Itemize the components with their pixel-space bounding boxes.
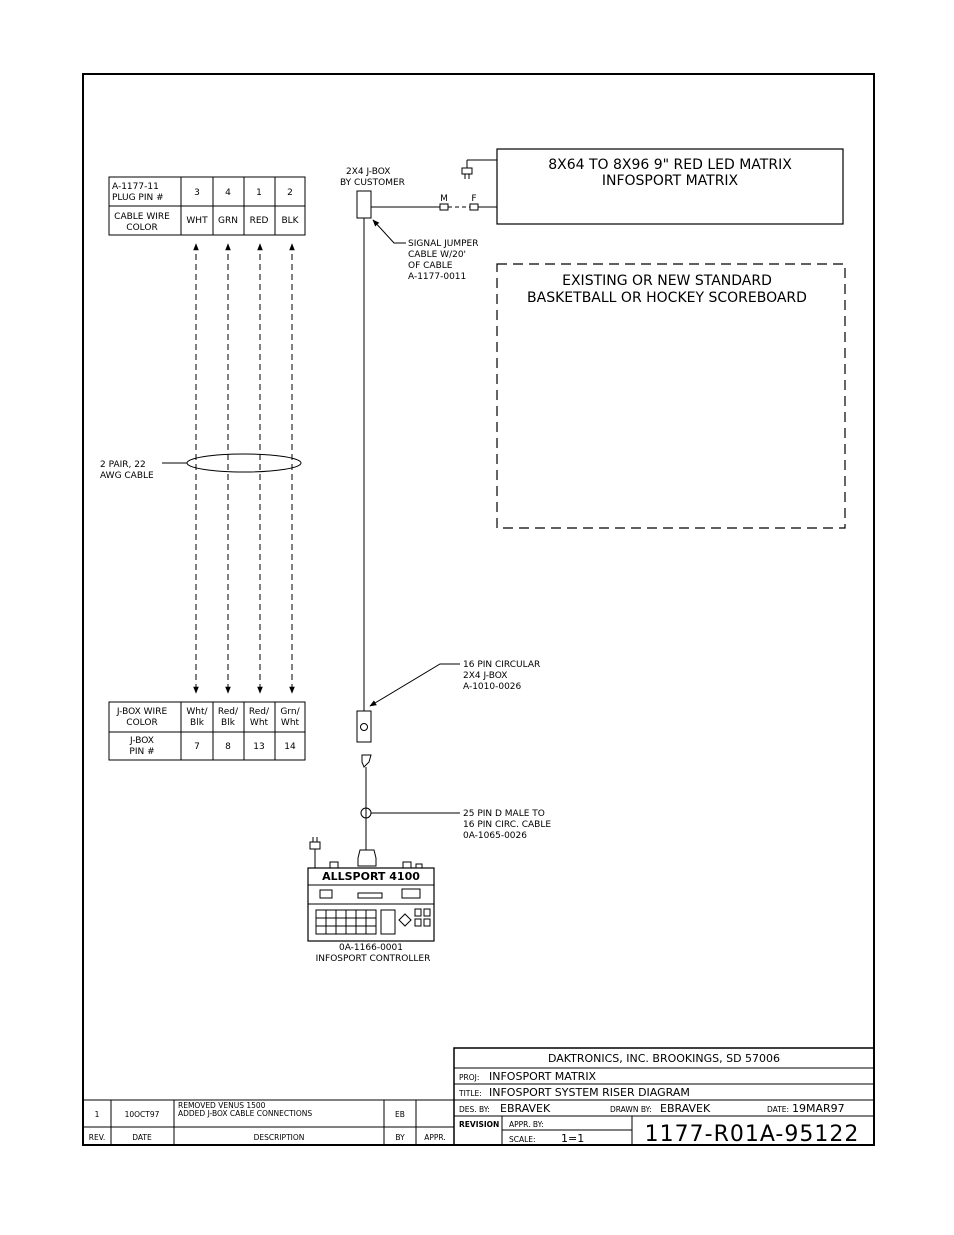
wire-connection-arrows [193,243,295,694]
jbox-table-label-1b: COLOR [126,718,157,728]
circular-label-1: 16 PIN CIRCULAR [463,660,540,670]
plug-pin: 2 [287,188,293,198]
designed-by: EBRAVEK [500,1102,551,1115]
cable-bundle-ellipse [186,453,302,473]
scale-label: SCALE: [509,1135,536,1144]
connector-m-label: M [440,194,448,204]
dmale-label-1: 25 PIN D MALE TO [463,809,545,819]
revision-desc-1: REMOVED VENUS 1500 [178,1101,266,1110]
drawn-by: EBRAVEK [660,1102,711,1115]
scale-value: 1=1 [561,1132,584,1145]
jbox-color: Red/ [218,707,239,717]
pair-cable-label-2: AWG CABLE [100,471,154,481]
d-connector-icon [357,849,377,867]
header-rev: REV. [89,1133,106,1142]
jbox-top-label-2: BY CUSTOMER [340,178,405,188]
female-connector [469,203,479,211]
dmale-label-3: 0A-1065-0026 [463,831,527,841]
signal-jumper-label-3: OF CABLE [408,261,453,271]
drawing-number: 1177-R01A-95122 [645,1122,860,1147]
header-by: BY [395,1133,405,1142]
circular-connector-icon [361,754,372,768]
scoreboard-box [496,263,846,529]
plug-table-label-2a: CABLE WIRE [114,212,170,222]
plug-pin: 1 [256,188,262,198]
revision-label: REVISION [459,1120,499,1129]
header-date: DATE [132,1133,152,1142]
jbox-color: Wht/ [186,707,208,717]
title-label: TITLE: [458,1089,482,1098]
jbox-color: Red/ [249,707,270,717]
matrix-subtitle: INFOSPORT MATRIX [602,173,739,189]
jbox-color: Wht [281,718,300,728]
jbox-color: Grn/ [280,707,300,717]
led-matrix-box [496,148,844,225]
plug-color: GRN [218,216,238,226]
jbox-pin: 14 [284,742,296,752]
jbox-table-label-2a: J-BOX [129,736,154,746]
male-connector [439,203,449,211]
plug-table-label-1a: A-1177-11 [112,182,159,192]
jbox-color: Wht [250,718,269,728]
circular-jbox [356,710,372,743]
plug-color: WHT [186,216,208,226]
plug-pin: 3 [194,188,200,198]
circular-label-3: A-1010-0026 [463,682,522,692]
jbox-table-label-2b: PIN # [129,747,154,757]
company-name: DAKTRONICS, INC. BROOKINGS, SD 57006 [548,1052,780,1065]
dmale-label-2: 16 PIN CIRC. CABLE [463,820,551,830]
allsport-title: ALLSPORT 4100 [322,870,420,883]
plug-pin-table: A-1177-11 PLUG PIN # CABLE WIRE COLOR 3 … [108,176,306,236]
customer-jbox [356,190,372,219]
revision-by: EB [395,1110,405,1119]
proj-label: PROJ: [459,1073,479,1082]
allsport-controller: ALLSPORT 4100 [307,861,435,942]
jbox-top-label-1: 2X4 J-BOX [346,167,390,177]
circular-label-2: 2X4 J-BOX [463,671,507,681]
date-label: DATE: [767,1105,789,1114]
header-appr: APPR. [424,1133,446,1142]
jbox-pin: 13 [253,742,264,752]
matrix-title: 8X64 TO 8X96 9" RED LED MATRIX [548,157,792,173]
connector-f-label: F [471,194,476,204]
revision-date: 10OCT97 [125,1110,160,1119]
drawing-date: 19MAR97 [792,1102,845,1115]
jbox-pin: 8 [225,742,231,752]
scoreboard-subtitle: BASKETBALL OR HOCKEY SCOREBOARD [527,290,807,306]
controller-name: INFOSPORT CONTROLLER [316,954,431,964]
plug-table-label-1b: PLUG PIN # [112,193,164,203]
title-block [453,1047,875,1146]
pair-cable-label-1: 2 PAIR, 22 [100,460,146,470]
signal-jumper-label-2: CABLE W/20' [408,250,466,260]
controller-part-number: 0A-1166-0001 [339,943,403,953]
signal-jumper-label-4: A-1177-0011 [408,272,466,282]
header-description: DESCRIPTION [254,1133,305,1142]
jbox-color: Blk [190,718,205,728]
drawn-label: DRAWN BY: [610,1105,652,1114]
jbox-table-label-1a: J-BOX WIRE [116,707,168,717]
scoreboard-title: EXISTING OR NEW STANDARD [562,273,772,289]
jbox-pin: 7 [194,742,200,752]
plug-color: RED [250,216,269,226]
revision-block [82,1099,455,1146]
plug-pin: 4 [225,188,231,198]
signal-jumper-label-1: SIGNAL JUMPER [408,239,478,249]
revision-desc-2: ADDED J-BOX CABLE CONNECTIONS [178,1109,312,1118]
drawing-title: INFOSPORT SYSTEM RISER DIAGRAM [489,1086,690,1099]
jbox-pin-table: J-BOX WIRE COLOR J-BOX PIN # Wht/ Blk Re… [108,701,306,761]
plug-color: BLK [281,216,299,226]
project-name: INFOSPORT MATRIX [489,1070,597,1083]
appr-label: APPR. BY: [509,1120,544,1129]
jbox-color: Blk [221,718,236,728]
des-label: DES. BY: [459,1105,490,1114]
revision-number: 1 [95,1110,100,1119]
plug-table-label-2b: COLOR [126,223,157,233]
controller-power-plug-icon [309,837,321,868]
matrix-power-plug-icon [461,159,497,179]
